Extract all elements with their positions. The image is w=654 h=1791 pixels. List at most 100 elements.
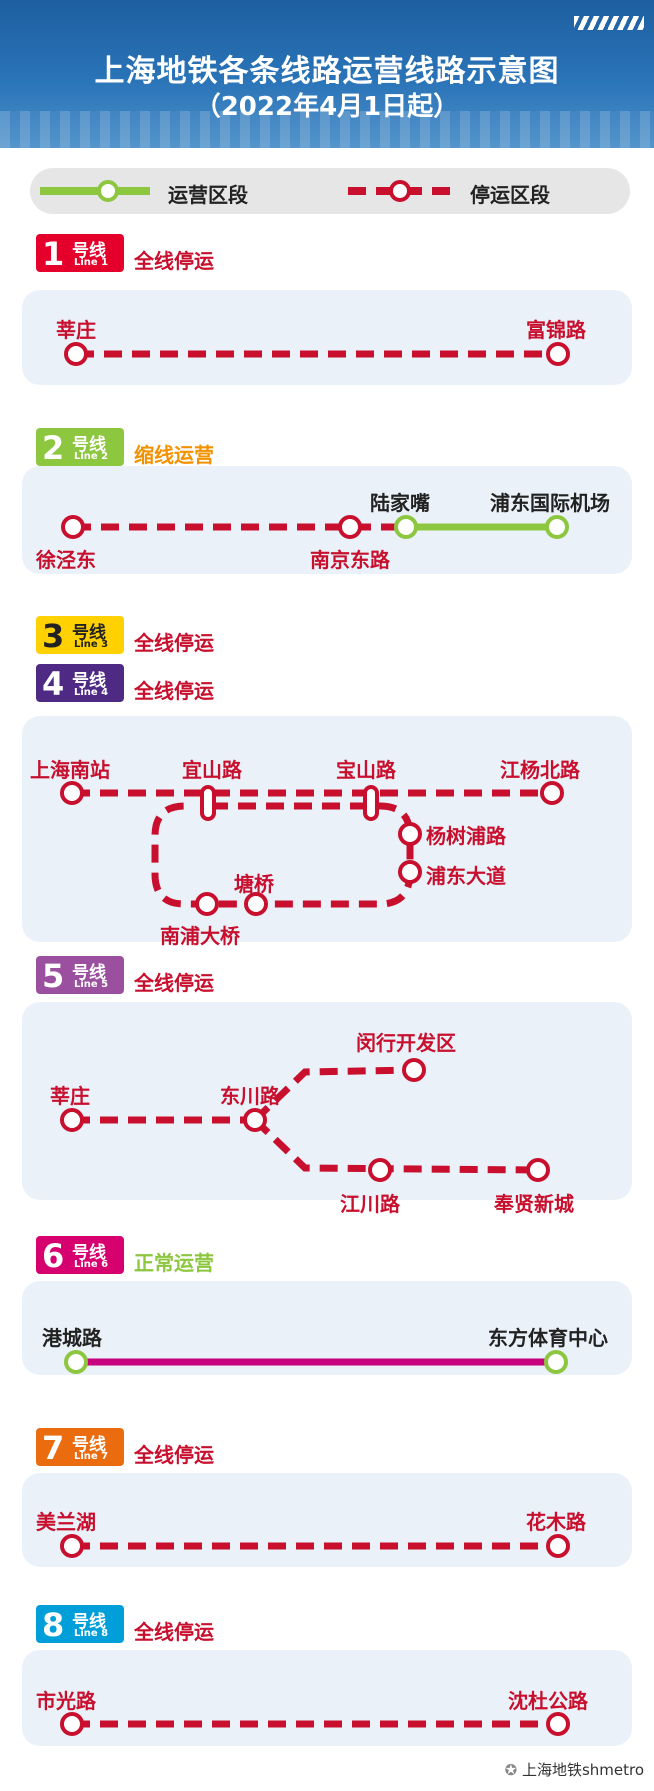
station-label: 宝山路 — [336, 758, 396, 782]
station-marker — [540, 781, 564, 805]
line-en: Line 8 — [74, 1628, 109, 1639]
station-label: 徐泾东 — [36, 548, 96, 572]
line6-status: 正常运营 — [134, 1251, 214, 1275]
line-number: 2 — [42, 429, 65, 467]
station-marker — [243, 1108, 267, 1132]
station-label: 陆家嘴 — [370, 491, 430, 515]
station-marker — [61, 515, 85, 539]
line5-badge: 5 号线 Line 5 — [36, 956, 124, 995]
station-marker — [64, 342, 88, 366]
station-marker — [546, 342, 570, 366]
line-en: Line 6 — [74, 1259, 109, 1270]
line-en: Line 1 — [74, 257, 109, 268]
line4-badge: 4 号线 Line 4 — [36, 664, 124, 703]
footer-text: 上海地铁shmetro — [521, 1761, 644, 1779]
line-hao: 号线 — [72, 1435, 106, 1455]
line-number: 5 — [42, 957, 65, 995]
line-hao: 号线 — [72, 1612, 106, 1632]
line-hao: 号线 — [72, 671, 106, 691]
station-label: 港城路 — [42, 1326, 102, 1350]
line2-status: 缩线运营 — [134, 443, 214, 467]
line8-panel — [22, 1650, 632, 1746]
station-marker — [195, 892, 219, 916]
line-number: 6 — [42, 1237, 65, 1275]
line8-badge: 8 号线 Line 8 — [36, 1605, 124, 1644]
station-marker — [60, 1712, 84, 1736]
station-label: 富锦路 — [526, 318, 586, 342]
station-label: 浦东国际机场 — [490, 491, 610, 515]
line7-badge: 7 号线 Line 7 — [36, 1428, 124, 1467]
page-header: 上海地铁各条线路运营线路示意图 （2022年4月1日起） — [0, 0, 654, 148]
station-marker — [546, 1534, 570, 1558]
line5-status: 全线停运 — [134, 971, 214, 995]
station-label: 花木路 — [526, 1510, 586, 1534]
legend-operating-label: 运营区段 — [168, 183, 248, 207]
legend-suspended-station — [389, 180, 411, 202]
station-label: 江杨北路 — [500, 758, 580, 782]
line5-segment-branch-south — [252, 1117, 539, 1174]
line-en: Line 2 — [74, 451, 109, 462]
station-marker — [363, 785, 379, 821]
page-title: 上海地铁各条线路运营线路示意图 — [94, 54, 560, 89]
legend-symbols — [40, 180, 450, 202]
station-label: 闵行开发区 — [356, 1031, 456, 1055]
header-stripes — [574, 16, 644, 30]
station-marker — [545, 515, 569, 539]
footer-watermark: ✪ 上海地铁shmetro — [505, 1759, 644, 1780]
station-label: 市光路 — [36, 1689, 96, 1713]
station-marker — [64, 1350, 88, 1374]
station-label: 上海南站 — [30, 758, 110, 782]
line4-segment-loop — [151, 802, 414, 908]
station-label: 奉贤新城 — [494, 1192, 574, 1216]
station-marker — [368, 1158, 392, 1182]
line2-panel — [22, 466, 632, 574]
station-label: 美兰湖 — [36, 1510, 96, 1534]
station-label: 塘桥 — [234, 872, 274, 896]
station-label: 莘庄 — [50, 1084, 90, 1108]
station-label: 南浦大桥 — [160, 924, 240, 948]
station-marker — [526, 1158, 550, 1182]
line3-status: 全线停运 — [134, 631, 214, 655]
line8-status: 全线停运 — [134, 1620, 214, 1644]
station-marker — [544, 1350, 568, 1374]
header-decoration — [0, 111, 654, 148]
line-hao: 号线 — [72, 623, 106, 643]
line1-status: 全线停运 — [134, 249, 214, 273]
line-number: 1 — [42, 235, 65, 273]
line-hao: 号线 — [72, 241, 106, 261]
wechat-icon: ✪ — [504, 1761, 522, 1779]
line5-segment-branch-north — [252, 1066, 415, 1123]
line-hao: 号线 — [72, 963, 106, 983]
station-marker — [244, 892, 268, 916]
station-marker — [546, 1712, 570, 1736]
line7-panel — [22, 1473, 632, 1567]
line6-badge: 6 号线 Line 6 — [36, 1236, 124, 1275]
station-label: 江川路 — [340, 1192, 400, 1216]
line3-badge: 3 号线 Line 3 — [36, 616, 124, 655]
station-label: 沈杜公路 — [508, 1689, 588, 1713]
station-label: 南京东路 — [310, 548, 390, 572]
station-marker — [60, 781, 84, 805]
station-label: 莘庄 — [56, 318, 96, 342]
station-marker — [200, 785, 216, 821]
legend-operating-station — [97, 180, 119, 202]
line1-panel — [22, 290, 632, 385]
line4-panel — [22, 716, 632, 942]
legend: 运营区段 停运区段 — [30, 168, 630, 214]
line7-status: 全线停运 — [134, 1443, 214, 1467]
station-marker — [60, 1534, 84, 1558]
line-number: 3 — [42, 617, 65, 655]
line-hao: 号线 — [72, 435, 106, 455]
line-en: Line 5 — [74, 979, 109, 990]
station-label: 杨树浦路 — [426, 824, 506, 848]
legend-suspended-label: 停运区段 — [470, 183, 550, 207]
line-number: 7 — [42, 1429, 65, 1467]
page-subtitle: （2022年4月1日起） — [194, 92, 460, 122]
station-marker — [402, 1058, 426, 1082]
line-en: Line 3 — [74, 639, 109, 650]
line-en: Line 7 — [74, 1451, 109, 1462]
station-marker — [394, 515, 418, 539]
station-label: 浦东大道 — [426, 864, 506, 888]
line-en: Line 4 — [74, 687, 109, 698]
